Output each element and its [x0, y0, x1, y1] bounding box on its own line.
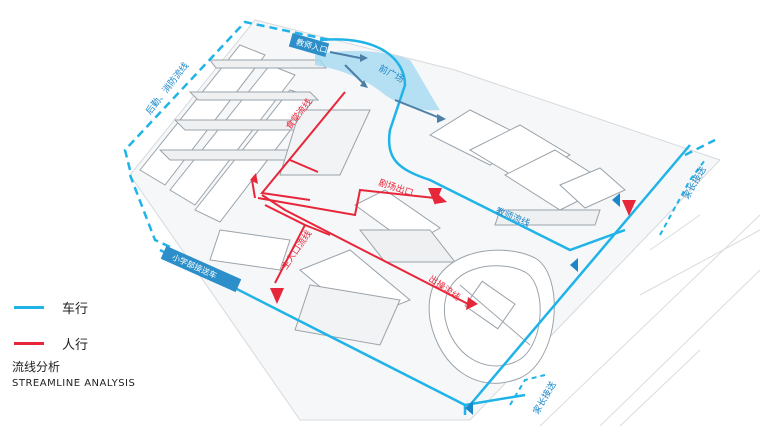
right-buildings: [428, 109, 626, 226]
plaza-arrows: [329, 51, 441, 119]
lower-building: [294, 249, 411, 346]
legend-item-car: 车行: [14, 296, 174, 318]
pedestrian-route-line: [251, 91, 471, 306]
parent-pickup-route: [509, 159, 706, 406]
surrounding-roads: [539, 214, 760, 426]
legend-label-car: 车行: [62, 301, 89, 317]
diagram-title: 流线分析: [12, 360, 61, 374]
legend-swatch-pedestrian: [14, 341, 44, 345]
pedestrian-entry-markers: [270, 188, 636, 304]
legend-item-pedestrian: 人行: [14, 332, 174, 354]
diagram-subtitle: STREAMLINE ANALYSIS: [12, 378, 136, 389]
teaching-buildings: [139, 44, 371, 271]
teacher-entrance-label: 教师入口: [288, 33, 330, 57]
legend-label-pedestrian: 人行: [62, 337, 89, 353]
sports-field: [428, 249, 555, 384]
car-direction-markers: [465, 193, 620, 415]
parent-pickup-label-2: 家长接送: [530, 379, 558, 416]
plaza-arrowheads: [360, 54, 446, 123]
fire-route-line: [123, 20, 716, 249]
legend: 车行 人行: [14, 296, 174, 368]
legend-swatch-car: [14, 305, 44, 309]
